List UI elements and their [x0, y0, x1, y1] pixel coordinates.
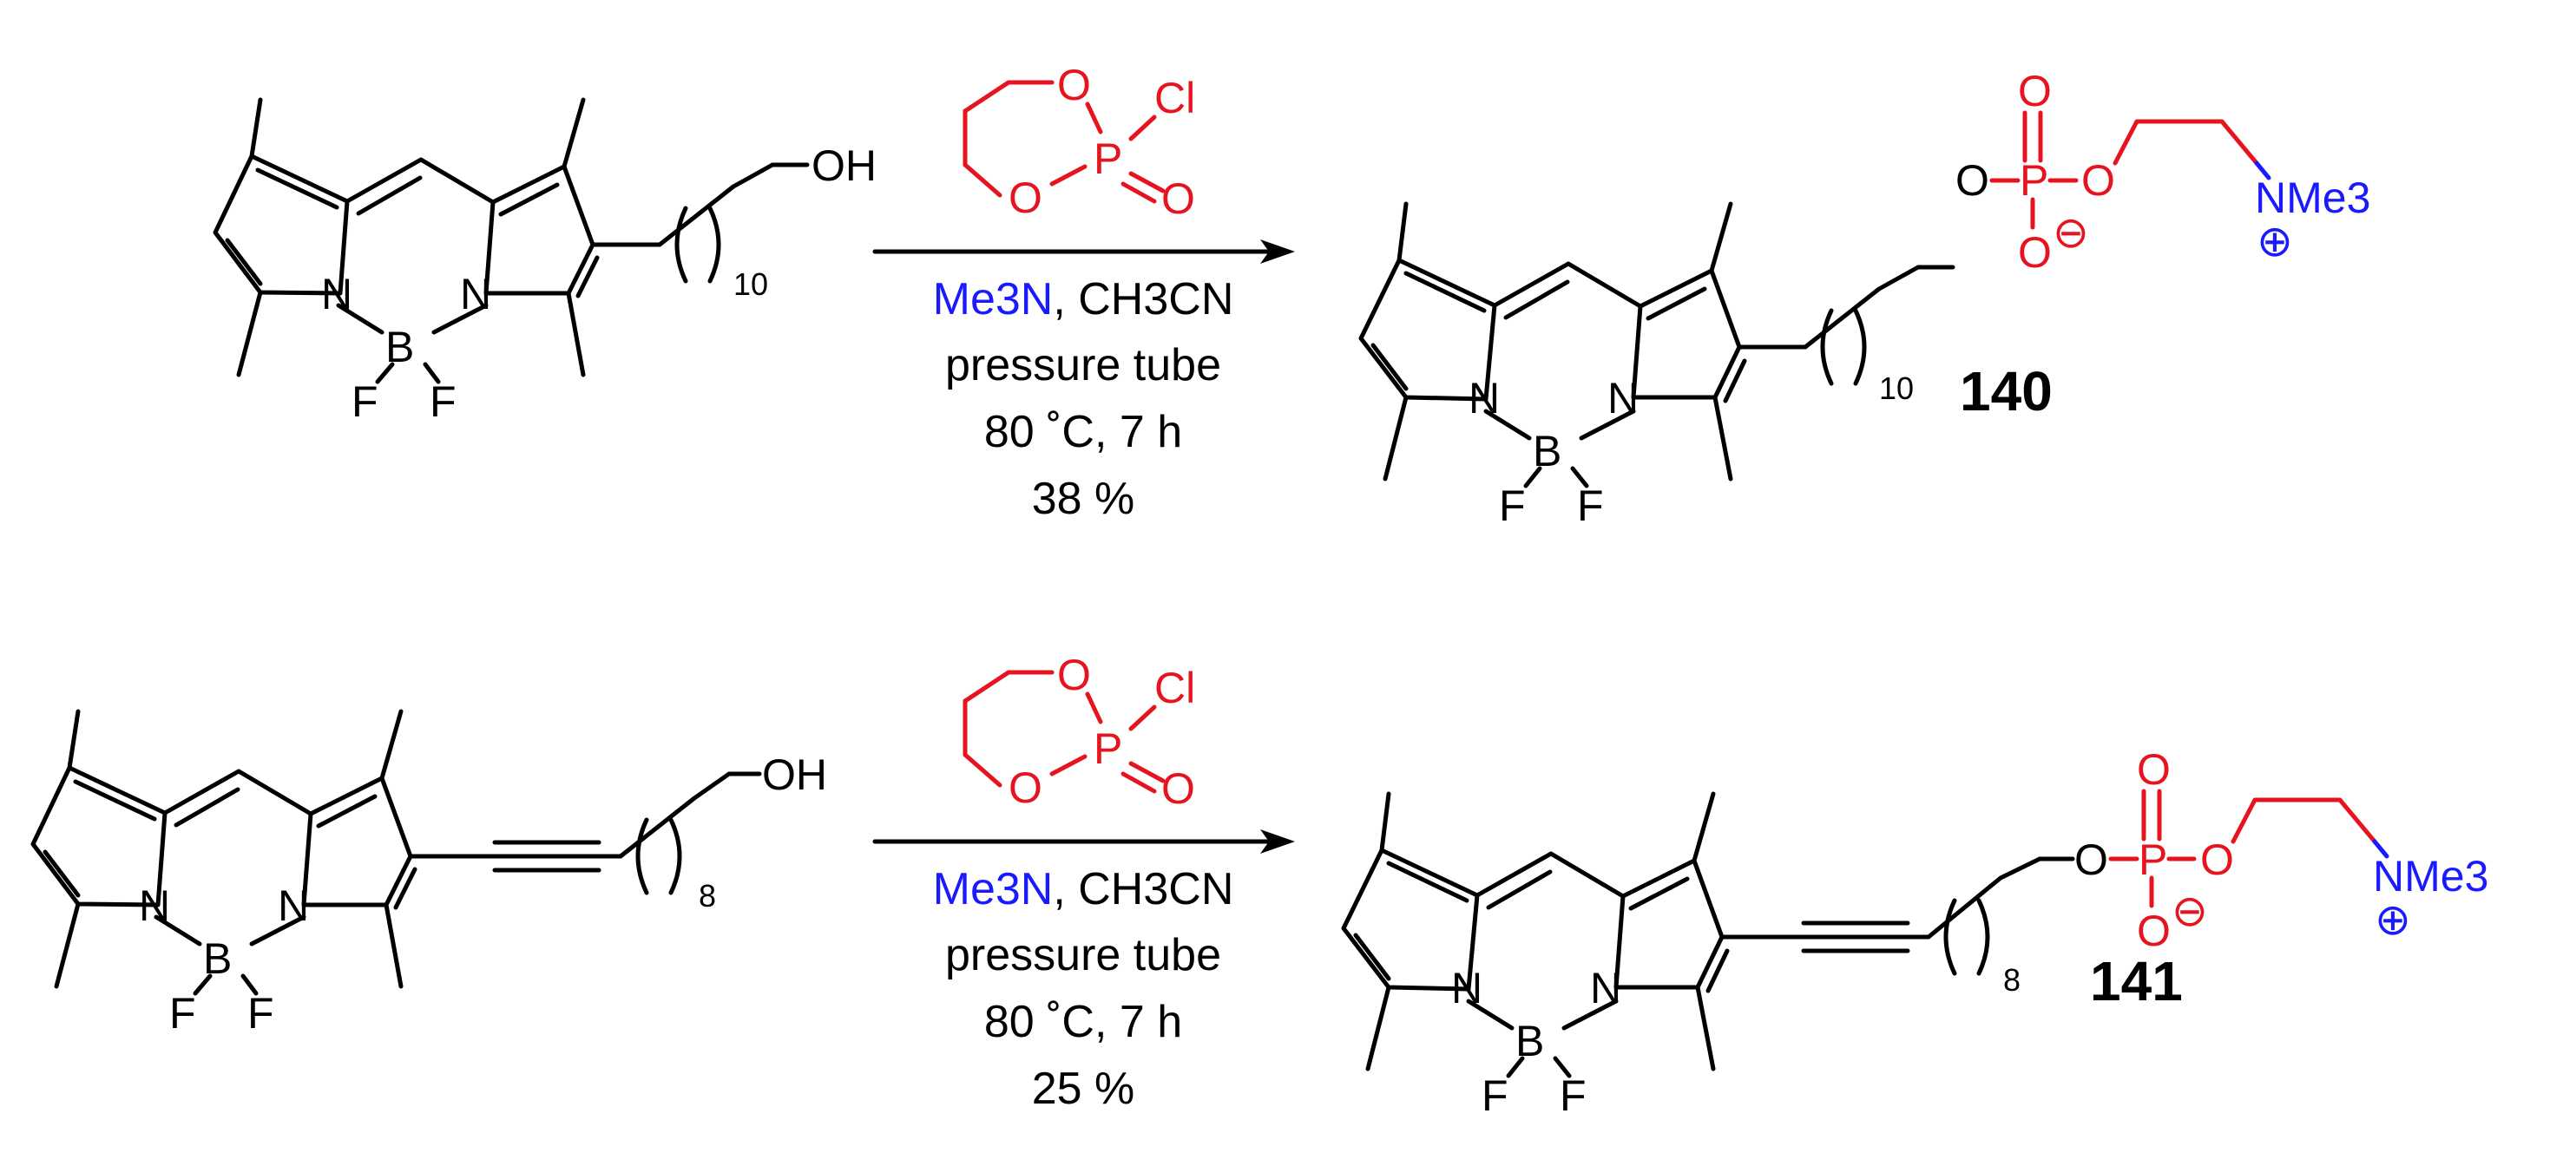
repeat-count: 10	[1879, 370, 1914, 406]
anionic-oxygen: O	[2137, 907, 2171, 955]
atom-n: N	[1469, 374, 1500, 423]
condition-vessel: pressure tube	[945, 340, 1221, 390]
trimethylammonium: NMe3	[2373, 852, 2488, 901]
exo-oxygen: O	[1161, 764, 1195, 813]
amine-reagent: Me3N	[933, 274, 1054, 324]
condition-vessel: pressure tube	[945, 930, 1221, 980]
reaction-arrow-1	[872, 239, 1295, 264]
ring-oxygen: O	[1009, 763, 1042, 812]
atom-n: N	[1607, 374, 1639, 423]
plus-charge: ⊕	[2375, 895, 2411, 944]
atom-f: F	[1499, 481, 1526, 530]
repeat-count: 8	[2003, 962, 2021, 998]
condition-temp-time: 80 ˚C, 7 h	[984, 997, 1182, 1047]
conditions-1: Me3N, CH3CN pressure tube 80 ˚C, 7 h 38 …	[933, 274, 1234, 524]
compound-number: 141	[2090, 950, 2183, 1012]
reagent-2-chlorophospholane: O O P Cl O	[963, 651, 1195, 813]
atom-n: N	[1590, 964, 1621, 1012]
atom-b: B	[1515, 1017, 1544, 1065]
atom-f: F	[247, 989, 274, 1038]
conditions-2: Me3N, CH3CN pressure tube 80 ˚C, 7 h 25 …	[933, 864, 1234, 1114]
product-141: N N B F F 8 O P O O ⊖ O NMe3 ⊕ 141	[1341, 745, 2488, 1120]
ester-oxygen: O	[2200, 835, 2234, 884]
atom-b: B	[385, 323, 414, 371]
atom-n: N	[321, 270, 352, 318]
atom-n: N	[1451, 964, 1482, 1012]
minus-charge: ⊖	[2053, 208, 2089, 257]
atom-b: B	[1533, 427, 1561, 475]
condition-temp-time: 80 ˚C, 7 h	[984, 407, 1182, 457]
phosphorus: P	[1094, 724, 1122, 773]
ester-oxygen: O	[2074, 835, 2108, 884]
atom-f: F	[169, 989, 196, 1038]
anionic-oxygen: O	[2018, 228, 2052, 277]
reagent-1-chlorophospholane: O O P Cl O	[963, 61, 1195, 223]
reaction-2: N N B F F OH 8 O O P Cl O	[30, 651, 2488, 1120]
atom-n: N	[278, 881, 309, 930]
oxo-oxygen: O	[2137, 745, 2171, 794]
phosphorus: P	[2020, 156, 2048, 205]
substrate-2-bodipy: N N B F F OH 8	[30, 709, 827, 1038]
hydroxyl-label: OH	[762, 750, 827, 799]
substrate-1-bodipy: N N B F F OH 10	[213, 97, 877, 426]
reaction-1: N N B F F OH 10 O O P Cl O	[213, 61, 2370, 530]
atom-f: F	[1482, 1071, 1508, 1120]
atom-f: F	[430, 377, 457, 426]
condition-solvent-line: Me3N, CH3CN	[933, 864, 1234, 914]
compound-number: 140	[1960, 360, 2053, 423]
chlorine: Cl	[1154, 74, 1195, 122]
atom-n: N	[139, 881, 170, 930]
reaction-yield: 25 %	[1032, 1064, 1135, 1114]
exo-oxygen: O	[1161, 174, 1195, 223]
ring-oxygen: O	[1009, 174, 1042, 222]
plus-charge: ⊕	[2257, 217, 2293, 265]
product-140: N N B F F 10 O P O O ⊖ O NMe3 ⊕ 14	[1358, 67, 2370, 530]
atom-n: N	[460, 270, 491, 318]
reaction-arrow-2	[872, 829, 1295, 854]
ring-oxygen: O	[1057, 651, 1091, 699]
ester-oxygen: O	[1955, 156, 1989, 205]
chlorine: Cl	[1154, 664, 1195, 712]
oxo-oxygen: O	[2018, 67, 2052, 115]
phosphorus: P	[1094, 134, 1122, 183]
repeat-count: 8	[699, 878, 716, 914]
phosphorus: P	[2139, 835, 2167, 884]
reaction-yield: 38 %	[1032, 474, 1135, 524]
ring-oxygen: O	[1057, 61, 1091, 109]
trimethylammonium: NMe3	[2255, 174, 2370, 222]
atom-f: F	[1560, 1071, 1587, 1120]
minus-charge: ⊖	[2172, 887, 2208, 935]
amine-reagent: Me3N	[933, 864, 1054, 914]
ester-oxygen: O	[2081, 156, 2115, 205]
atom-f: F	[1577, 481, 1604, 530]
condition-solvent-line: Me3N, CH3CN	[933, 274, 1234, 324]
atom-b: B	[203, 934, 232, 983]
hydroxyl-label: OH	[812, 141, 877, 190]
atom-f: F	[352, 377, 378, 426]
repeat-count: 10	[733, 266, 768, 302]
